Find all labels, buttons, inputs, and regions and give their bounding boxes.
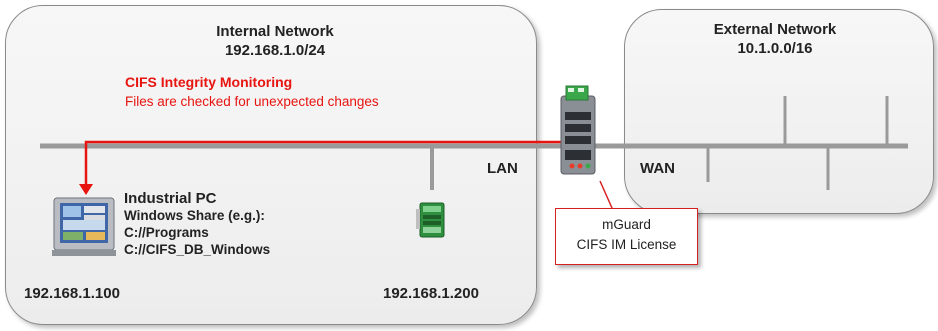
share-path-1: C://Programs [124, 225, 209, 240]
wan-label: WAN [640, 160, 675, 177]
external-network-title: External Network 10.1.0.0/16 [660, 20, 890, 58]
industrial-pc-title: Industrial PC [124, 190, 217, 207]
mguard-callout: mGuard CIFS IM License [555, 208, 698, 265]
callout-pointer [599, 180, 613, 209]
internal-network-name: Internal Network [216, 23, 334, 40]
mguard-license: CIFS IM License [576, 237, 677, 252]
cifs-subtitle: Files are checked for unexpected changes [125, 94, 379, 109]
windows-share-label: Windows Share (e.g.): [124, 208, 265, 223]
share-path-2: C://CIFS_DB_Windows [124, 242, 271, 257]
industrial-pc-info: Industrial PC Windows Share (e.g.): C://… [124, 190, 270, 258]
internal-network-subnet: 192.168.1.0/24 [224, 42, 326, 59]
cifs-monitor-line [84, 140, 565, 186]
device-ip: 192.168.1.200 [383, 285, 479, 302]
cifs-arrowhead [79, 184, 93, 195]
cifs-title: CIFS Integrity Monitoring [125, 74, 293, 90]
mguard-name: mGuard [602, 217, 651, 232]
industrial-pc-icon [52, 197, 116, 256]
internal-network-title: Internal Network 192.168.1.0/24 [160, 22, 390, 60]
industrial-pc-ip: 192.168.1.100 [24, 285, 120, 302]
internal-network-zone [5, 5, 537, 325]
external-network-subnet: 10.1.0.0/16 [737, 40, 813, 57]
external-network-zone [624, 9, 934, 214]
mguard-router-icon [560, 85, 596, 175]
lan-label: LAN [487, 160, 518, 177]
external-network-name: External Network [713, 21, 837, 38]
io-module-icon [416, 202, 445, 238]
